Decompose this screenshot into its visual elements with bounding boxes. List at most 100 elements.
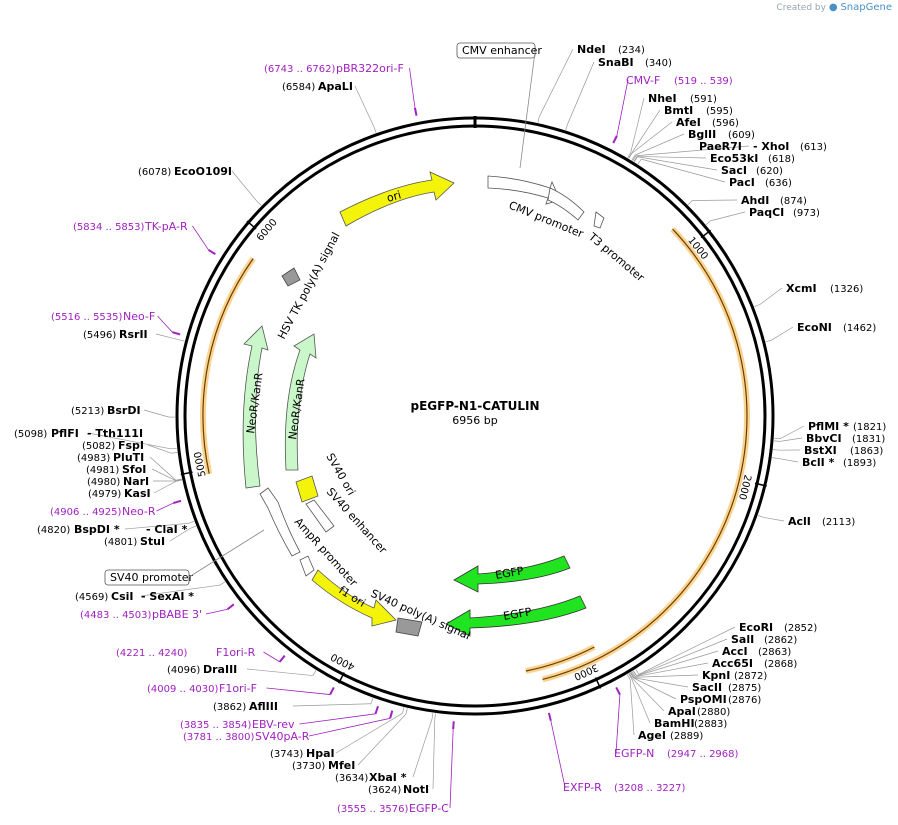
feature-hsv-tk-polya[interactable] <box>281 267 301 287</box>
site-name[interactable]: XcmI <box>786 282 817 295</box>
site-name[interactable]: PflMI * <box>808 420 849 433</box>
site-name[interactable]: AccI <box>722 645 748 658</box>
feature-neor-kanr-outer[interactable] <box>242 325 269 489</box>
site-name[interactable]: BstXI <box>804 444 837 457</box>
primer-range: (5834 .. 5853) <box>73 222 145 233</box>
primer-name[interactable]: EXFP-R <box>563 781 602 794</box>
site-name[interactable]: DraIII <box>203 663 237 676</box>
site-name[interactable]: ApaI <box>668 705 696 718</box>
site-name[interactable]: MfeI <box>328 759 355 772</box>
site-name[interactable]: - XhoI <box>753 140 789 153</box>
site-name[interactable]: NheI <box>648 92 677 105</box>
feature-sv40-ori[interactable] <box>295 475 319 503</box>
site-name[interactable]: SacII <box>692 681 722 694</box>
site-leader-stub <box>373 126 377 133</box>
site-name[interactable]: BsrDI <box>107 404 141 417</box>
primer-name[interactable]: SV40pA-R <box>255 730 310 743</box>
site-leader-stub <box>637 158 642 165</box>
site-name[interactable]: EcoNI <box>797 321 832 334</box>
site-name[interactable]: SacI <box>721 164 747 177</box>
primer-name[interactable]: TK-pA-R <box>144 220 188 233</box>
site-name[interactable]: BclI * <box>802 456 835 469</box>
primer-leader <box>157 315 173 333</box>
site-name[interactable]: NdeI <box>577 43 606 56</box>
site-name[interactable]: XbaI * <box>369 771 407 784</box>
site-leader <box>763 517 785 522</box>
primer-name[interactable]: pBABE 3' <box>152 608 202 621</box>
site-name[interactable]: PflFI <box>51 427 79 440</box>
site-leader-stub <box>772 457 779 459</box>
primer-name[interactable]: F1ori-F <box>219 682 257 695</box>
primer-name[interactable]: CMV-F <box>626 74 660 87</box>
site-name[interactable]: BbvCI <box>806 432 842 445</box>
primer-leader <box>550 720 566 788</box>
site-name[interactable]: - Tth111I <box>87 427 143 440</box>
site-leader-stub <box>635 669 640 675</box>
site-name[interactable]: NotI <box>403 783 429 796</box>
primer-name[interactable]: F1ori-R <box>216 646 256 659</box>
site-name[interactable]: CsiI <box>111 590 133 603</box>
site-leader <box>633 677 677 700</box>
feature-t3-promoter[interactable] <box>593 211 605 229</box>
site-name[interactable]: BmtI <box>664 104 693 117</box>
site-name[interactable]: PaqCI <box>749 206 784 219</box>
site-position: (2872) <box>734 671 767 682</box>
site-name[interactable]: AfeI <box>676 116 701 129</box>
site-name[interactable]: PacI <box>729 176 755 189</box>
feature-ampr-promoter[interactable] <box>299 555 315 577</box>
feature-egfp-2[interactable] <box>445 595 587 637</box>
site-name[interactable]: ApaLI <box>318 80 353 93</box>
site-position: (596) <box>712 118 739 129</box>
site-name[interactable]: BglII <box>688 128 716 141</box>
site-name[interactable]: AclI <box>788 515 811 528</box>
primer-name[interactable]: EGFP-N <box>614 747 654 760</box>
site-leader <box>633 677 689 688</box>
site-name[interactable]: SalI <box>731 633 754 646</box>
site-leader <box>779 425 805 439</box>
site-name[interactable]: KpnI <box>702 669 730 682</box>
site-name[interactable]: StuI <box>140 535 165 548</box>
primer-name[interactable]: EGFP-C <box>409 802 449 815</box>
primer-name[interactable]: pBR322ori-F <box>336 62 404 75</box>
primer-name[interactable]: Neo-F <box>123 310 155 323</box>
site-name[interactable]: BamHI <box>654 717 695 730</box>
feature-f1-ori[interactable] <box>311 569 397 627</box>
feature-egfp-1[interactable] <box>453 555 571 593</box>
primer-name[interactable]: EBV-rev <box>252 718 295 731</box>
site-name[interactable]: HpaI <box>306 747 335 760</box>
site-name[interactable]: AgeI <box>638 729 666 742</box>
site-name[interactable]: AhdI <box>741 194 769 207</box>
site-name[interactable]: KasI <box>124 487 151 500</box>
site-leader-stub <box>773 449 780 451</box>
site-name[interactable]: FspI <box>118 439 144 452</box>
site-name[interactable]: AflIII <box>249 700 278 713</box>
feature-sv40-promoter[interactable] <box>259 487 301 557</box>
site-name[interactable]: PaeR7I <box>699 140 742 153</box>
site-name[interactable]: Eco53kI <box>710 152 758 165</box>
site-name[interactable]: - SexAI * <box>141 590 194 603</box>
site-leader-stub <box>171 452 178 454</box>
site-name[interactable]: SfoI <box>122 463 146 476</box>
site-name[interactable]: SnaBI <box>598 56 634 69</box>
site-name[interactable]: PluTI <box>113 451 144 464</box>
feature-sv40-enhancer[interactable] <box>305 499 335 533</box>
feature-neor-kanr-inner[interactable] <box>284 333 317 471</box>
site-name[interactable]: RsrII <box>119 328 148 341</box>
feature-sv40-polya[interactable] <box>395 617 423 637</box>
primer-name[interactable]: Neo-R <box>122 505 156 518</box>
site-position: (1831) <box>852 434 885 445</box>
site-name[interactable]: - ClaI * <box>146 523 188 536</box>
site-name[interactable]: EcoO109I <box>174 165 232 178</box>
site-position: (4820) <box>37 525 70 536</box>
site-name[interactable]: BspDI * <box>74 523 120 536</box>
scale-tick <box>246 220 257 230</box>
feature-ori[interactable] <box>339 171 455 227</box>
site-name[interactable]: EcoRI <box>739 621 773 634</box>
site-leader-stub <box>170 447 177 450</box>
site-leader <box>631 678 651 724</box>
site-name[interactable]: PspOMI <box>680 693 727 706</box>
site-name[interactable]: NarI <box>123 475 149 488</box>
site-name[interactable]: Acc65I <box>712 657 753 670</box>
site-leader <box>638 626 736 675</box>
site-leader-stub <box>631 671 636 677</box>
